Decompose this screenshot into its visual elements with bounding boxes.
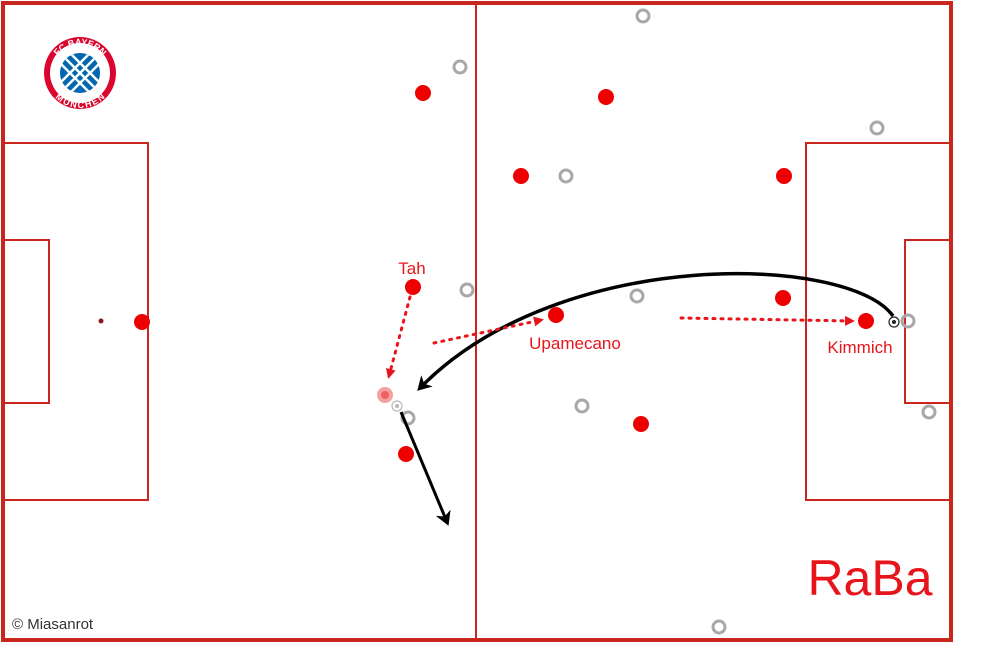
team-player bbox=[775, 290, 791, 306]
movement-arrows bbox=[385, 271, 895, 526]
label-upamecano: Upamecano bbox=[529, 334, 621, 353]
goalkeeper bbox=[134, 314, 150, 330]
team-player bbox=[415, 85, 431, 101]
pitch-lines bbox=[1, 1, 953, 642]
opponent-players bbox=[400, 8, 937, 635]
club-logo: FC BAYERN MÜNCHEN bbox=[44, 37, 116, 110]
dribble-arrow bbox=[399, 411, 451, 526]
opponent-player bbox=[452, 59, 468, 75]
team-player bbox=[776, 168, 792, 184]
opponent-player bbox=[921, 404, 937, 420]
team-players bbox=[134, 85, 874, 462]
opponent-player bbox=[900, 313, 916, 329]
left-goal-box bbox=[2, 239, 50, 404]
pass-arrow bbox=[417, 271, 895, 391]
upamecano-run-arrow bbox=[432, 316, 544, 345]
label-kimmich: Kimmich bbox=[827, 338, 892, 357]
ball-icon bbox=[888, 316, 900, 328]
kimmich-run-arrow bbox=[679, 315, 855, 326]
opponent-player bbox=[459, 282, 475, 298]
penalty-spot bbox=[98, 318, 104, 324]
opponent-player bbox=[635, 8, 651, 24]
label-tah: Tah bbox=[398, 259, 425, 278]
left-penalty-box bbox=[2, 142, 149, 501]
player-tah bbox=[405, 279, 421, 295]
team-player bbox=[633, 416, 649, 432]
tah-run-arrow bbox=[385, 295, 412, 379]
team-label: RaBa bbox=[807, 550, 932, 606]
copyright: © Miasanrot bbox=[12, 616, 94, 633]
ghost-ball-icon bbox=[391, 400, 403, 412]
ghost-player-core bbox=[381, 391, 389, 399]
right-goal-box bbox=[904, 239, 952, 404]
opponent-player bbox=[558, 168, 574, 184]
player-kimmich bbox=[858, 313, 874, 329]
opponent-player bbox=[629, 288, 645, 304]
opponent-player bbox=[711, 619, 727, 635]
team-player bbox=[398, 446, 414, 462]
player-upamecano bbox=[548, 307, 564, 323]
opponent-player bbox=[574, 398, 590, 414]
team-player bbox=[513, 168, 529, 184]
team-player bbox=[598, 89, 614, 105]
opponent-player bbox=[869, 120, 885, 136]
